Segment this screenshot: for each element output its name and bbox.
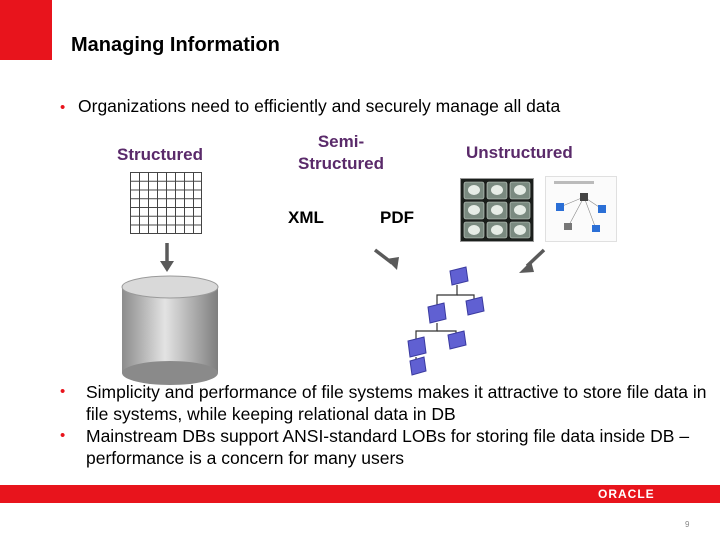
list-item: • Simplicity and performance of file sys… — [60, 381, 720, 425]
medical-images-thumbnail — [460, 178, 534, 242]
bullet-marker: • — [60, 427, 66, 444]
bullet-marker: • — [60, 99, 66, 116]
bullet-text: Simplicity and performance of file syste… — [86, 382, 707, 424]
category-semi-structured: Semi-Structured — [298, 132, 384, 173]
bullet-marker: • — [60, 383, 66, 400]
bullet-text: Mainstream DBs support ANSI-standard LOB… — [86, 426, 690, 468]
xml-tree-icon — [407, 266, 485, 376]
footer-bar — [0, 485, 720, 503]
intro-bullet: • Organizations need to efficiently and s… — [60, 95, 560, 119]
oracle-logo: ORACLE — [598, 487, 655, 501]
list-item: • Mainstream DBs support ANSI-standard L… — [60, 425, 720, 469]
down-arrow-icon — [160, 243, 174, 272]
network-diagram-thumbnail — [545, 176, 617, 242]
diagonal-arrow-right-icon — [519, 248, 546, 273]
xml-label: XML — [288, 208, 324, 227]
slide-title: Managing Information — [71, 34, 280, 56]
database-cylinder-icon — [121, 275, 219, 385]
intro-bullet-text: Organizations need to efficiently and se… — [78, 96, 561, 116]
red-corner-tab — [0, 0, 52, 60]
table-grid-icon — [130, 172, 202, 234]
diagonal-arrow-left-icon — [373, 248, 399, 270]
category-structured: Structured — [117, 145, 203, 164]
pdf-label: PDF — [380, 208, 414, 227]
page-number: 9 — [685, 520, 690, 529]
bullet-list: • Simplicity and performance of file sys… — [60, 381, 720, 469]
category-unstructured: Unstructured — [466, 143, 573, 162]
